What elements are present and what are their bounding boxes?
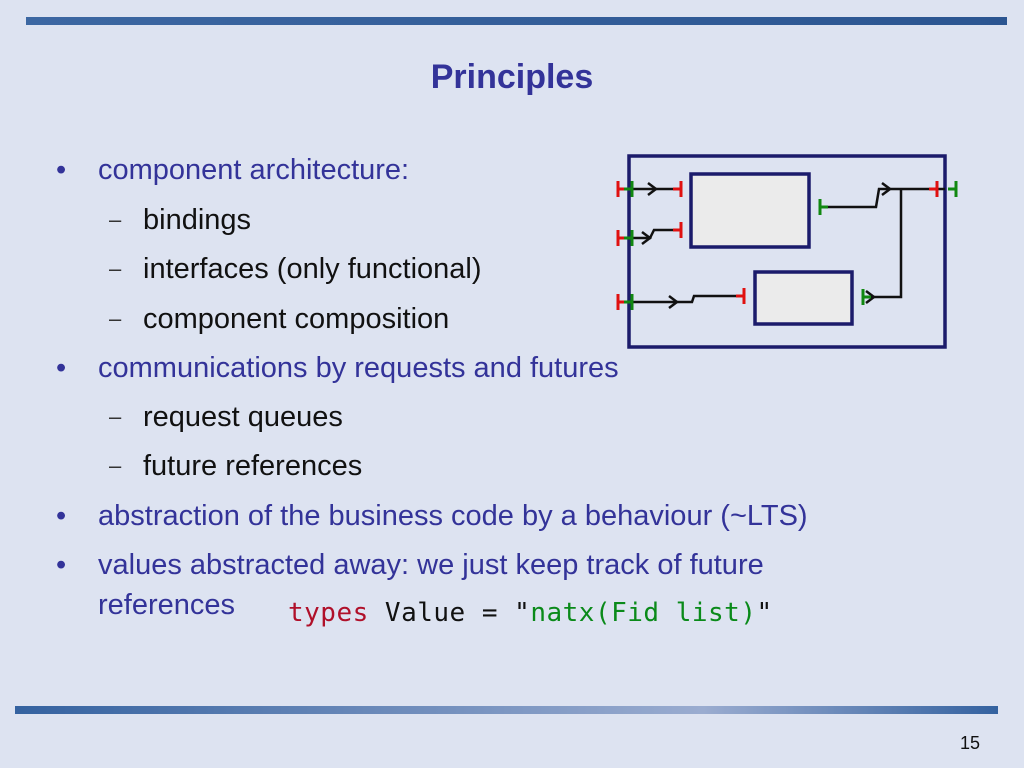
- sub-bullet-item: – bindings: [109, 202, 252, 238]
- sub-bullet-symbol: –: [109, 404, 122, 429]
- top-rule: [26, 17, 1007, 25]
- bullet-text: abstraction of the business code by a be…: [98, 500, 808, 532]
- client-interface-icon: [818, 199, 828, 215]
- code-plain: Value = ": [368, 598, 531, 628]
- sub-bullet-symbol: –: [109, 256, 122, 281]
- binding-line: [618, 228, 680, 240]
- bullet-item: • component architecture:: [56, 152, 410, 188]
- client-interface-icon: [624, 294, 634, 310]
- binding-arrow-icon: [647, 182, 659, 196]
- component-diagram: [616, 154, 958, 349]
- binding-arrow-icon: [668, 295, 680, 309]
- page-number: 15: [959, 733, 980, 753]
- server-interface-icon: [673, 181, 683, 197]
- server-interface-icon: [736, 288, 746, 304]
- client-interface-icon: [861, 289, 871, 305]
- code-snippet: types Value = "natx(Fid list)": [288, 598, 773, 628]
- server-interface-icon: [929, 181, 939, 197]
- sub-bullet-symbol: –: [109, 453, 122, 478]
- inner-component-box: [753, 270, 854, 326]
- sub-bullet-item: – interfaces (only functional): [109, 251, 482, 287]
- sub-bullet-symbol: –: [109, 306, 122, 331]
- binding-line: [864, 189, 903, 299]
- sub-bullet-item: – future references: [109, 448, 363, 484]
- bullet-text: references: [98, 589, 236, 621]
- binding-arrow-icon: [641, 231, 653, 245]
- client-interface-icon: [948, 181, 958, 197]
- code-quote-end: ": [756, 598, 773, 628]
- bullet-symbol: •: [56, 500, 67, 532]
- bullet-symbol: •: [56, 154, 67, 186]
- binding-line: [821, 187, 945, 209]
- bullet-continuation: references: [98, 587, 235, 623]
- server-interface-icon: [673, 222, 683, 238]
- composite-component-box: [627, 154, 947, 349]
- sub-bullet-item: – request queues: [109, 399, 343, 435]
- binding-arrow-icon: [881, 182, 893, 196]
- inner-component-box: [689, 172, 811, 249]
- binding-arrow-icon: [865, 290, 877, 304]
- bullet-item: • values abstracted away: we just keep t…: [56, 547, 764, 583]
- sub-bullet-item: – component composition: [109, 301, 450, 337]
- sub-bullet-text: bindings: [143, 204, 252, 236]
- bullet-symbol: •: [56, 549, 67, 581]
- bullet-item: • communications by requests and futures: [56, 350, 619, 386]
- sub-bullet-text: interfaces (only functional): [143, 253, 482, 285]
- client-interface-icon: [624, 230, 634, 246]
- bullet-symbol: •: [56, 352, 67, 384]
- code-keyword: types: [288, 598, 369, 628]
- sub-bullet-text: request queues: [143, 401, 343, 433]
- bullet-item: • abstraction of the business code by a …: [56, 498, 808, 534]
- binding-line: [618, 294, 743, 304]
- bullet-text: communications by requests and futures: [98, 352, 619, 384]
- slide-title: Principles: [430, 58, 594, 96]
- code-string: natx(Fid list): [530, 598, 757, 628]
- client-interface-icon: [624, 181, 634, 197]
- sub-bullet-symbol: –: [109, 207, 122, 232]
- sub-bullet-text: component composition: [143, 303, 450, 335]
- bottom-rule: [15, 706, 998, 714]
- bullet-text: component architecture:: [98, 154, 410, 186]
- client-interfaces: [624, 181, 958, 310]
- bullet-text: values abstracted away: we just keep tra…: [98, 549, 764, 581]
- server-interfaces: [616, 181, 939, 310]
- sub-bullet-text: future references: [143, 450, 363, 482]
